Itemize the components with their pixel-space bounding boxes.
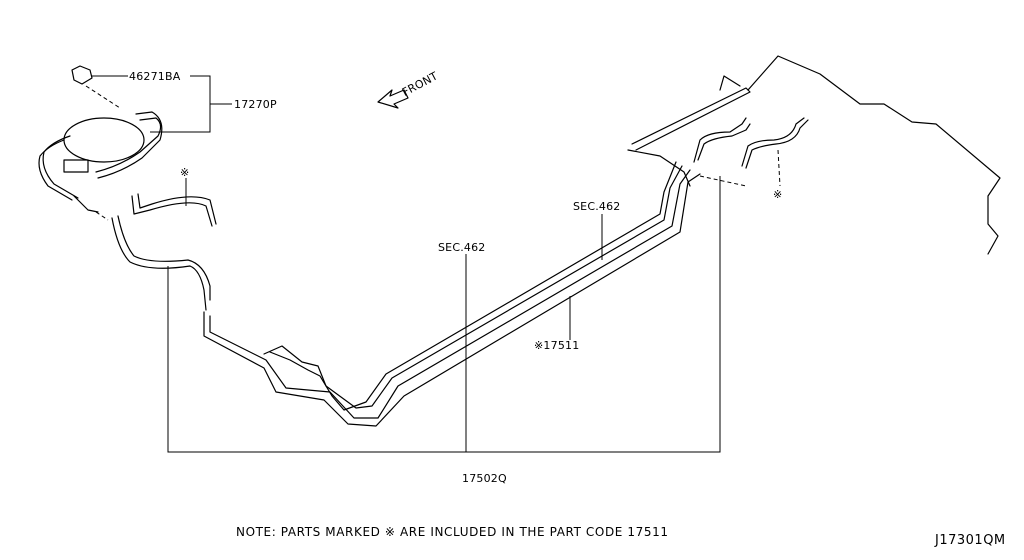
leader-lines-upper-left: [92, 75, 232, 206]
mark-symbol-right: ※: [773, 188, 783, 201]
part-label-46271ba: 46271BA: [129, 70, 181, 83]
upper-right-hoses: [693, 117, 809, 187]
primer-pump-assembly: [38, 65, 163, 221]
part-label-17511: ※17511: [534, 339, 580, 352]
mark-symbol-left: ※: [180, 166, 190, 179]
front-arrow-icon: [377, 89, 409, 109]
left-hose: [111, 193, 217, 311]
upper-return-line: [627, 55, 1001, 255]
main-fuel-lines: [203, 161, 701, 427]
part-label-17502q: 17502Q: [462, 472, 507, 485]
part-label-17270p: 17270P: [234, 98, 277, 111]
section-label-462-a: SEC.462: [573, 200, 621, 213]
diagram-code: J17301QM: [935, 533, 1006, 548]
section-label-462-b: SEC.462: [438, 241, 486, 254]
footnote: NOTE: PARTS MARKED ※ ARE INCLUDED IN THE…: [236, 525, 669, 539]
leader-lines-main: [167, 176, 721, 453]
